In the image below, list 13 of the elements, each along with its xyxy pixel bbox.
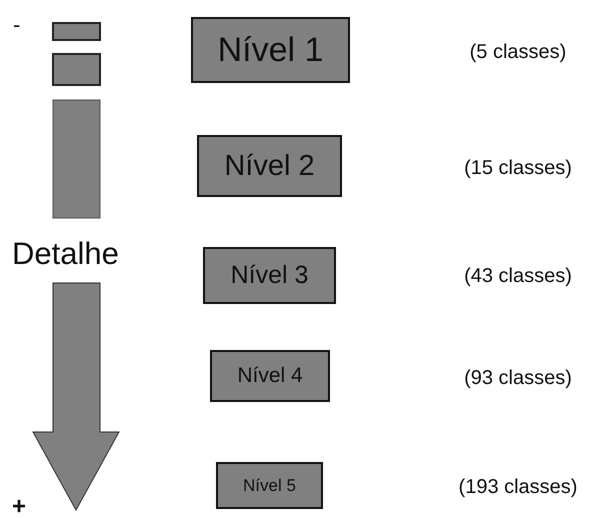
axis-label: Detalhe — [12, 238, 119, 269]
minus-sign: - — [13, 14, 20, 36]
class-count: (93 classes) — [464, 368, 572, 388]
level-box: Nível 1 — [191, 17, 350, 83]
level-box: Nível 5 — [216, 462, 323, 509]
class-count: (43 classes) — [464, 266, 572, 286]
class-count: (193 classes) — [458, 477, 578, 497]
class-count: (15 classes) — [464, 158, 572, 178]
plus-sign: + — [12, 495, 26, 518]
level-box: Nível 3 — [203, 247, 336, 304]
level-box: Nível 4 — [210, 350, 330, 402]
class-count: (5 classes) — [470, 42, 566, 62]
level-box: Nível 2 — [197, 135, 342, 197]
